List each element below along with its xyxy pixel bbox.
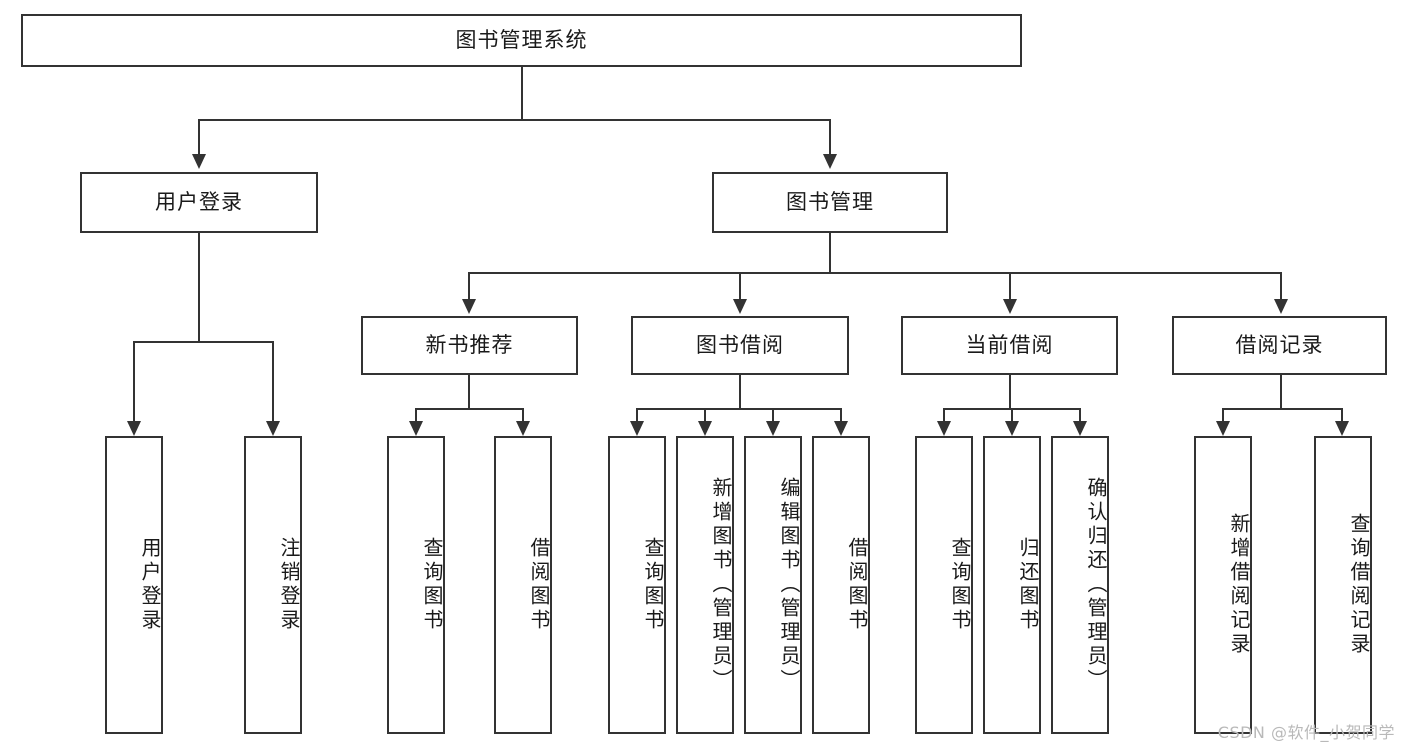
node-current-borrow[interactable]: 当前借阅 (901, 316, 1118, 375)
edge-drop-new-book-recommend (468, 272, 470, 299)
leaf-borrow-book-1[interactable]: 借阅图书 (494, 436, 552, 734)
edge-root-to-book-management (829, 119, 831, 154)
node-borrow-record[interactable]: 借阅记录 (1172, 316, 1387, 375)
leaf-add-record[interactable]: 新增借阅记录 (1194, 436, 1252, 734)
leaf-user-login[interactable]: 用户登录 (105, 436, 163, 734)
arrow-to-leaf-query-book-3 (937, 421, 951, 436)
leaf-label: 编辑图书（管理员） (777, 477, 801, 693)
node-book-borrow[interactable]: 图书借阅 (631, 316, 849, 375)
edge-bb-drop-4 (840, 408, 842, 421)
arrow-to-leaf-return-book (1005, 421, 1019, 436)
edge-br-drop-2 (1341, 408, 1343, 421)
watermark: CSDN @软件_小贺同学 (1217, 723, 1395, 742)
leaf-add-book[interactable]: 新增图书（管理员） (676, 436, 734, 734)
leaf-query-book-2[interactable]: 查询图书 (608, 436, 666, 734)
edge-cb-drop-1 (943, 408, 945, 421)
edge-nbr-drop-1 (415, 408, 417, 421)
leaf-label: 新增图书（管理员） (709, 477, 733, 693)
node-label: 图书借阅 (696, 332, 784, 357)
node-label: 图书管理系统 (455, 27, 588, 52)
edge-cb-trunk (1009, 375, 1011, 408)
edge-cb-drop-2 (1011, 408, 1013, 421)
node-label: 当前借阅 (965, 332, 1054, 357)
edge-bb-drop-1 (636, 408, 638, 421)
arrow-to-leaf-borrow-book-1 (516, 421, 530, 436)
edge-bb-drop-2 (704, 408, 706, 421)
edge-bb-trunk (739, 375, 741, 408)
leaf-label: 查询借阅记录 (1347, 513, 1371, 657)
leaf-label: 查询图书 (641, 537, 665, 633)
edge-bb-drop-3 (772, 408, 774, 421)
edge-root-trunk (521, 67, 523, 119)
edge-br-drop-1 (1222, 408, 1224, 421)
arrow-to-leaf-query-record (1335, 421, 1349, 436)
edge-drop-book-borrow (739, 272, 741, 299)
edge-book-management-trunk (829, 233, 831, 272)
edge-drop-current-borrow (1009, 272, 1011, 299)
node-root-book-management-system[interactable]: 图书管理系统 (21, 14, 1022, 67)
leaf-borrow-book-2[interactable]: 借阅图书 (812, 436, 870, 734)
node-label: 借阅记录 (1235, 332, 1324, 357)
edge-bb-bus (636, 408, 842, 410)
leaf-label: 用户登录 (138, 537, 162, 633)
arrow-to-user-login (192, 154, 206, 169)
edge-br-trunk (1280, 375, 1282, 408)
edge-user-login-drop-2 (272, 341, 274, 421)
leaf-label: 借阅图书 (845, 537, 869, 633)
leaf-query-book-1[interactable]: 查询图书 (387, 436, 445, 734)
leaf-label: 新增借阅记录 (1227, 513, 1251, 657)
arrow-to-new-book-recommend (462, 299, 476, 314)
arrow-to-leaf-query-book-2 (630, 421, 644, 436)
leaf-label: 归还图书 (1016, 537, 1040, 633)
leaf-edit-book[interactable]: 编辑图书（管理员） (744, 436, 802, 734)
leaf-label: 查询图书 (420, 537, 444, 633)
edge-cb-drop-3 (1079, 408, 1081, 421)
edge-user-login-bus (133, 341, 273, 343)
arrow-to-leaf-logout-login (266, 421, 280, 436)
leaf-confirm-return[interactable]: 确认归还（管理员） (1051, 436, 1109, 734)
edge-user-login-trunk (198, 233, 200, 341)
leaf-label: 注销登录 (277, 537, 301, 633)
edge-root-bus (198, 119, 831, 121)
edge-level3-bus (468, 272, 1281, 274)
edge-drop-borrow-record (1280, 272, 1282, 299)
arrow-to-leaf-confirm-return (1073, 421, 1087, 436)
node-label: 图书管理 (786, 189, 874, 214)
arrow-to-leaf-borrow-book-2 (834, 421, 848, 436)
node-label: 新书推荐 (425, 332, 514, 357)
arrow-to-leaf-add-record (1216, 421, 1230, 436)
node-label: 用户登录 (155, 189, 243, 214)
edge-br-bus (1222, 408, 1342, 410)
arrow-to-current-borrow (1003, 299, 1017, 314)
leaf-label: 查询图书 (948, 537, 972, 633)
leaf-return-book[interactable]: 归还图书 (983, 436, 1041, 734)
edge-user-login-drop-1 (133, 341, 135, 421)
leaf-logout-login[interactable]: 注销登录 (244, 436, 302, 734)
edge-root-to-user-login (198, 119, 200, 154)
arrow-to-borrow-record (1274, 299, 1288, 314)
node-new-book-recommend[interactable]: 新书推荐 (361, 316, 578, 375)
arrow-to-leaf-edit-book (766, 421, 780, 436)
edge-nbr-drop-2 (522, 408, 524, 421)
leaf-label: 确认归还（管理员） (1084, 477, 1108, 693)
node-book-management[interactable]: 图书管理 (712, 172, 948, 233)
arrow-to-book-management (823, 154, 837, 169)
arrow-to-leaf-user-login (127, 421, 141, 436)
node-user-login[interactable]: 用户登录 (80, 172, 318, 233)
leaf-label: 借阅图书 (527, 537, 551, 633)
edge-nbr-trunk (468, 375, 470, 408)
arrow-to-book-borrow (733, 299, 747, 314)
arrow-to-leaf-add-book (698, 421, 712, 436)
edge-nbr-bus (415, 408, 523, 410)
arrow-to-leaf-query-book-1 (409, 421, 423, 436)
leaf-query-record[interactable]: 查询借阅记录 (1314, 436, 1372, 734)
leaf-query-book-3[interactable]: 查询图书 (915, 436, 973, 734)
